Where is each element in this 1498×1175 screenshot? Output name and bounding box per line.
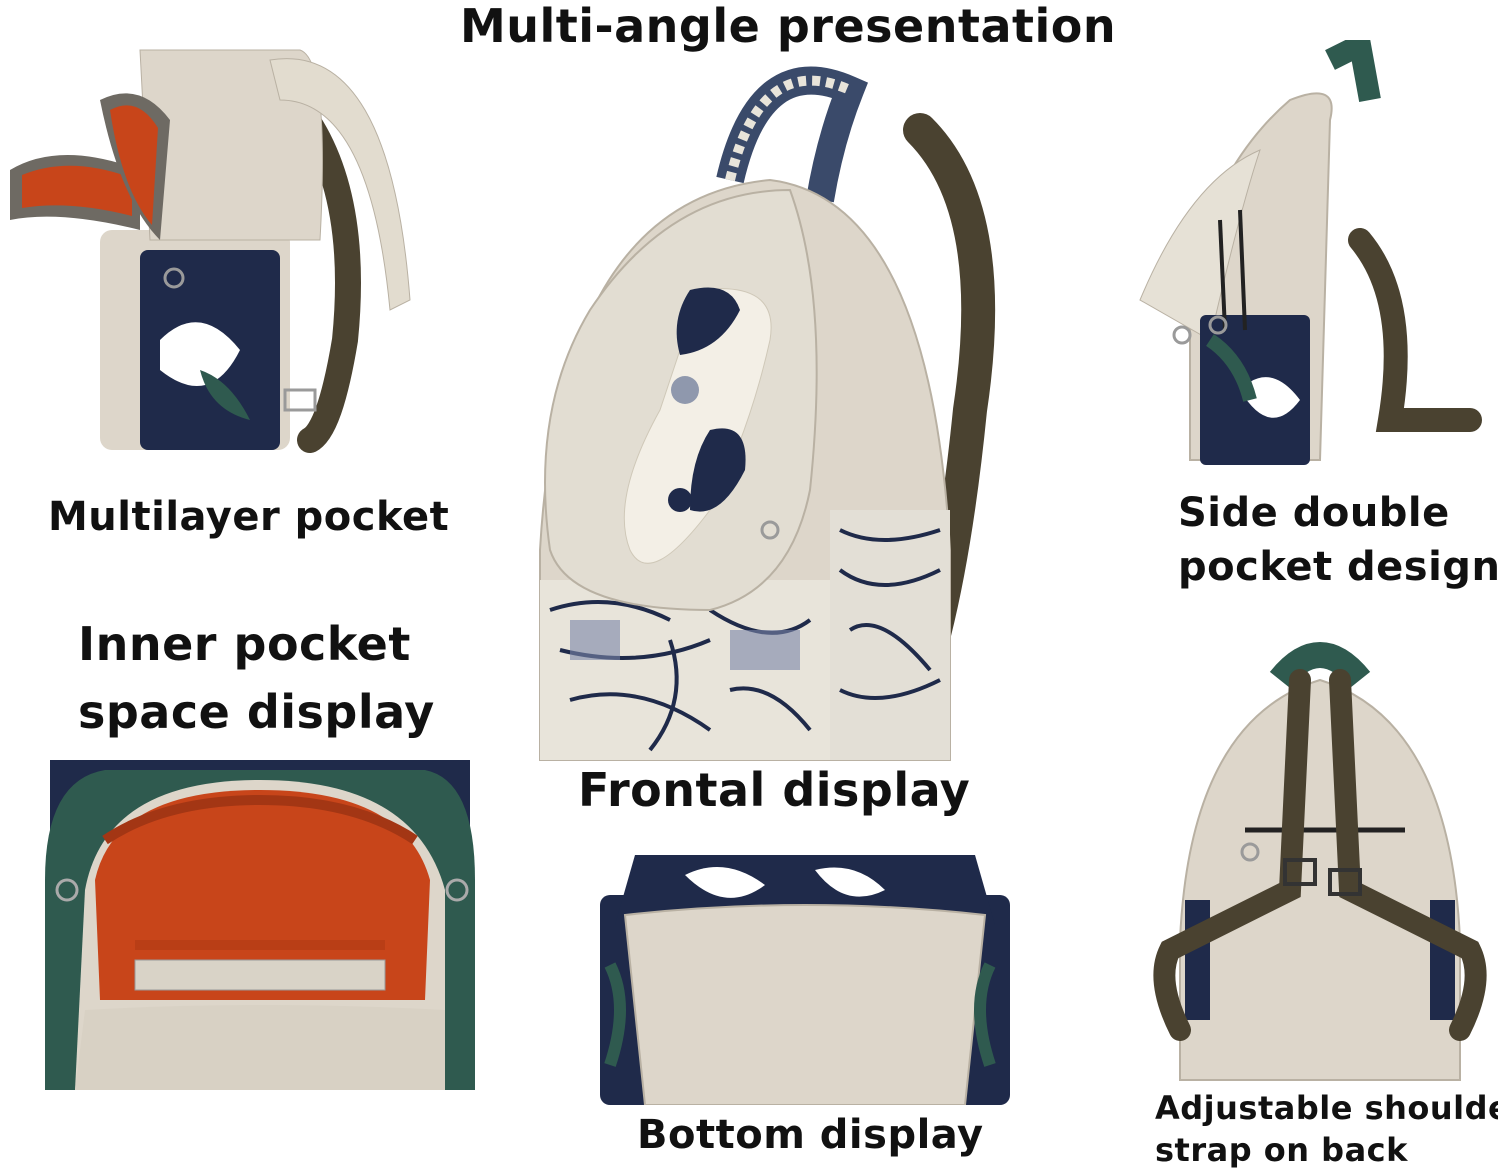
caption-strap-1: Adjustable shoulder [1155, 1089, 1498, 1127]
caption-inner-1: Inner pocket [78, 617, 411, 671]
photo-bottom-display [595, 855, 1015, 1105]
caption-multilayer-pocket: Multilayer pocket [48, 494, 450, 540]
caption-strap-2: strap on back [1155, 1131, 1408, 1169]
photo-multilayer-pocket [0, 40, 440, 470]
caption-side-double-1: Side double [1178, 490, 1450, 536]
caption-bottom-display: Bottom display [637, 1112, 984, 1158]
caption-inner-2: space display [78, 685, 435, 739]
caption-frontal-display: Frontal display [578, 763, 971, 817]
photo-side-double-pocket [1130, 40, 1490, 480]
photo-frontal-display [530, 50, 1010, 770]
photo-inner-pocket [45, 760, 475, 1090]
caption-side-double-2: pocket design [1178, 544, 1498, 590]
photo-back-strap [1150, 640, 1490, 1090]
page-title: Multi-angle presentation [460, 0, 1117, 53]
